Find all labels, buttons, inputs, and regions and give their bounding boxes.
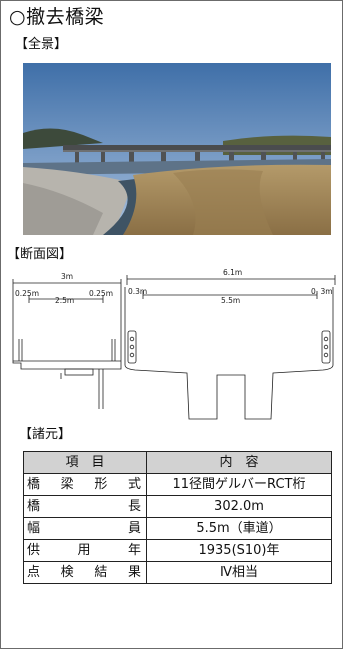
row-key-width: 幅 員 — [27, 520, 141, 536]
dim-right-side-a: 0.3m — [128, 287, 147, 296]
table-row: 供 用 年 1935(S10)年 — [23, 539, 332, 562]
specs-table-header: 項 目 内 容 — [23, 451, 332, 474]
table-row: 橋 長 302.0m — [23, 495, 332, 518]
cross-section-drawing: 3m 0.25m 2.5m 0.25m 6.1m 0.3m 5.5m 0. 3m — [9, 268, 339, 429]
bridge-photo — [23, 63, 331, 235]
row-value-service-year: 1935(S10)年 — [146, 539, 332, 562]
dim-left-side-a: 0.25m — [15, 289, 39, 298]
section-label-overview: 【全景】 — [15, 37, 68, 52]
specs-table: 項 目 内 容 橋 梁 形 式 11径間ゲルバーRCT桁 橋 長 302.0 — [23, 451, 332, 584]
page-title: ○撤去橋梁 — [9, 6, 105, 28]
row-key-inspection-result: 点 検 結 果 — [27, 564, 141, 580]
table-row: 橋 梁 形 式 11径間ゲルバーRCT桁 — [23, 473, 332, 496]
left-cross-section — [12, 279, 122, 409]
dim-left-side-b: 0.25m — [89, 289, 113, 298]
table-row: 点 検 結 果 Ⅳ相当 — [23, 561, 332, 584]
row-key-length: 橋 長 — [27, 498, 141, 514]
header-content: 内 容 — [146, 451, 332, 474]
dim-right-side-b: 0. 3m — [311, 287, 333, 296]
row-key-structure-type: 橋 梁 形 式 — [27, 476, 141, 492]
row-value-structure-type: 11径間ゲルバーRCT桁 — [146, 473, 332, 496]
row-value-inspection-result: Ⅳ相当 — [146, 561, 332, 584]
bridge-photo-illustration — [23, 63, 331, 235]
right-cross-section — [124, 275, 336, 420]
dim-right-total: 6.1m — [223, 269, 242, 277]
row-value-length: 302.0m — [146, 495, 332, 518]
row-value-width: 5.5m（車道） — [146, 517, 332, 540]
dim-right-center: 5.5m — [221, 296, 240, 305]
section-label-specs: 【諸元】 — [19, 427, 72, 442]
section-label-cross-section: 【断面図】 — [7, 247, 73, 262]
table-row: 幅 員 5.5m（車道） — [23, 517, 332, 540]
row-key-service-year: 供 用 年 — [27, 542, 141, 558]
dim-left-total: 3m — [61, 272, 73, 281]
dim-left-center: 2.5m — [55, 296, 74, 305]
header-item: 項 目 — [23, 451, 147, 474]
